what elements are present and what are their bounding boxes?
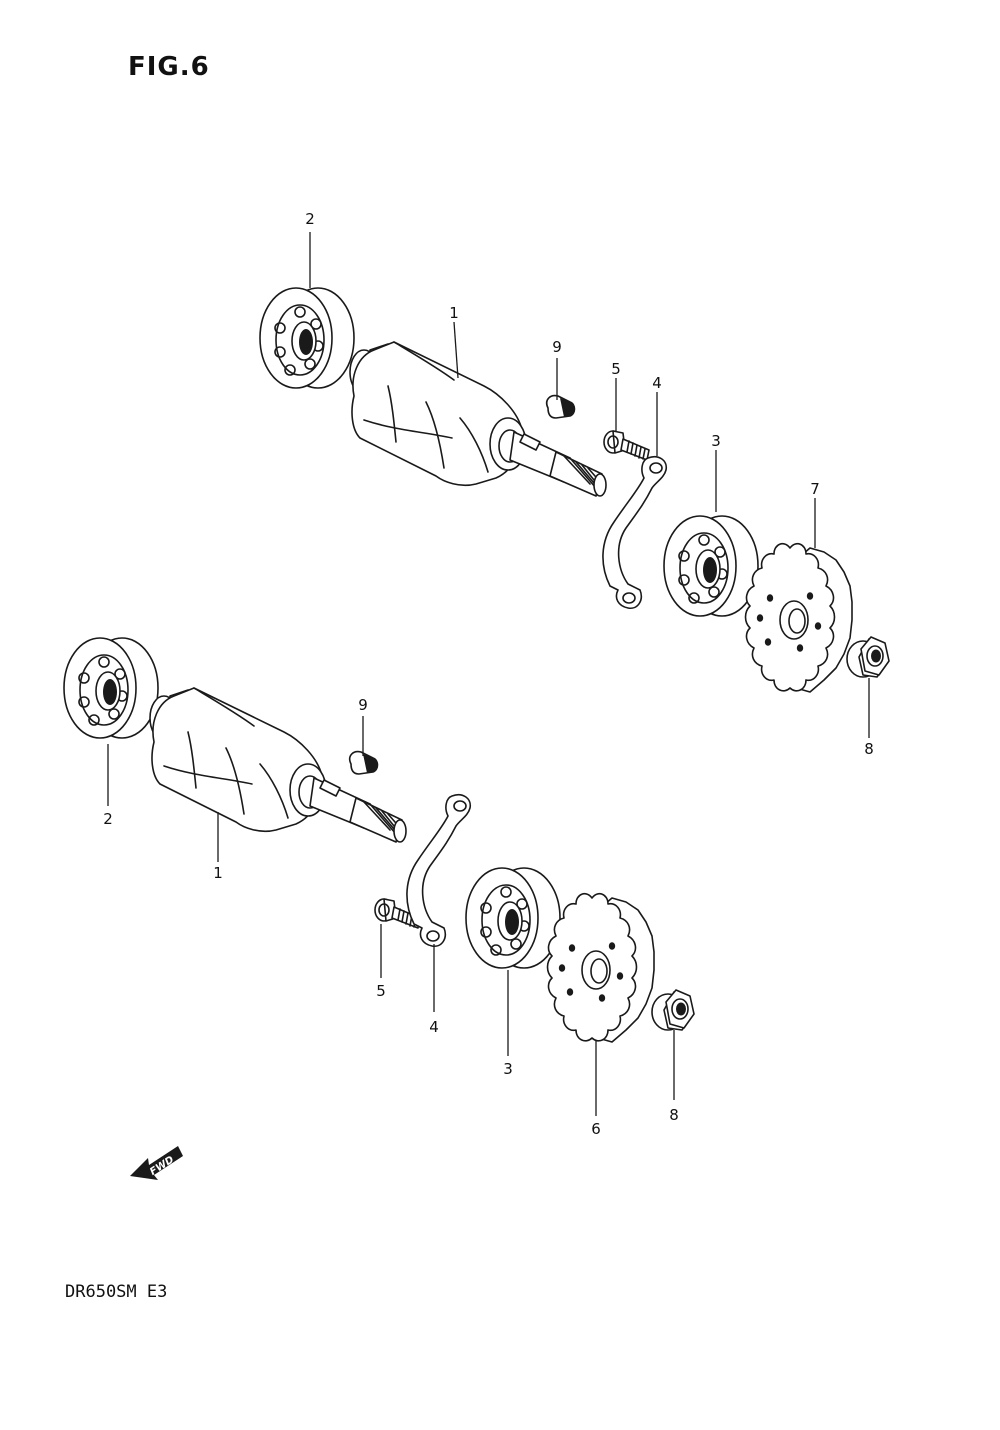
callout-top-4: 4 (652, 374, 662, 392)
figure-title: FIG.6 (128, 52, 210, 82)
top-flange-nut-part-8 (846, 636, 890, 678)
fwd-arrow-icon: FWD (130, 1146, 183, 1180)
bottom-sprocket-part-6 (546, 892, 655, 1043)
bottom-flange-nut-part-8 (651, 989, 695, 1031)
callout-bottom-1: 1 (213, 864, 223, 882)
callout-top-8: 8 (864, 740, 874, 758)
callout-bottom-6: 6 (591, 1120, 601, 1138)
top-bearing-part-3 (663, 515, 759, 617)
bottom-assembly: 9 2 1 5 4 3 6 8 (63, 637, 695, 1138)
bottom-bearing-part-2 (63, 637, 159, 739)
top-lock-plate-part-4 (602, 455, 668, 610)
callout-bottom-8: 8 (669, 1106, 679, 1124)
model-code: DR650SM E3 (65, 1282, 168, 1302)
callout-bottom-5: 5 (376, 982, 386, 1000)
callout-bottom-3: 3 (503, 1060, 513, 1078)
bottom-bearing-part-3 (465, 867, 561, 969)
top-bearing-part-2 (259, 287, 355, 389)
top-sprocket-part-7 (744, 542, 853, 693)
callout-bottom-4: 4 (429, 1018, 439, 1036)
bottom-lock-plate-part-4 (406, 793, 472, 948)
top-screw-part-5 (603, 430, 650, 461)
callout-top-3: 3 (711, 432, 721, 450)
callout-bottom-2: 2 (103, 810, 113, 828)
callout-bottom-9: 9 (358, 696, 368, 714)
top-assembly: 2 1 9 5 4 3 7 8 (259, 210, 890, 758)
callout-top-1: 1 (449, 304, 459, 322)
callout-top-2: 2 (305, 210, 315, 228)
callout-top-7: 7 (810, 480, 820, 498)
top-woodruff-key-part-9 (545, 394, 576, 419)
callout-top-5: 5 (611, 360, 621, 378)
top-balancer-shaft-part-1 (349, 341, 607, 497)
callout-top-9: 9 (552, 338, 562, 356)
